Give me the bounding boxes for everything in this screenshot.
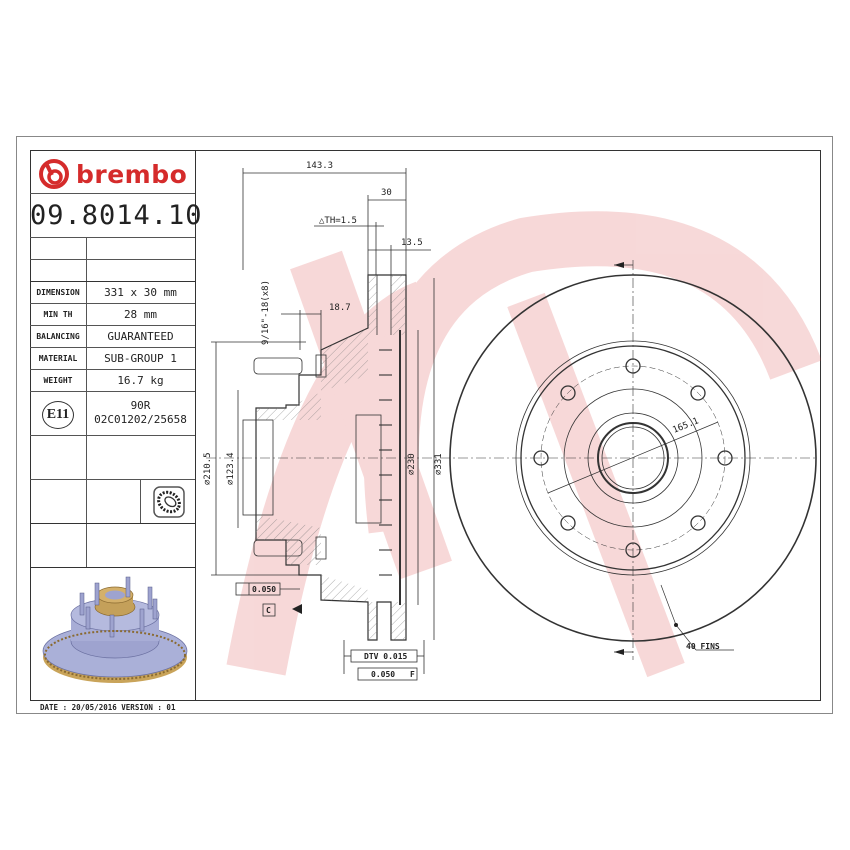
spec-row: MATERIAL SUB-GROUP 1 (30, 348, 195, 370)
bearing-icon (153, 486, 185, 518)
dim-d123: ⌀123.4 (226, 452, 236, 485)
dim-d331: ⌀331 (434, 453, 444, 475)
blank-row (30, 436, 195, 480)
spec-label: MIN TH (43, 310, 73, 319)
spec-value: 16.7 kg (117, 374, 164, 387)
technical-drawing: 143.3 30 △TH=1.5 13.5 18.7 9/16"-18(x8) … (203, 161, 818, 681)
blank-row (30, 260, 195, 282)
spec-row: BALANCING GUARANTEED (30, 326, 195, 348)
dim-pcd: 165.1 (671, 416, 700, 435)
icon-row (30, 480, 195, 524)
brand-name: brembo (76, 159, 188, 189)
spec-row: MIN TH 28 mm (30, 304, 195, 326)
approval-row: E11 90R 02C01202/25658 (30, 392, 195, 436)
dim-thickness: 30 (381, 188, 392, 198)
spec-row: WEIGHT 16.7 kg (30, 370, 195, 392)
spec-value: 331 x 30 mm (104, 286, 177, 299)
spec-label: MATERIAL (38, 354, 78, 363)
inner-frame (30, 150, 821, 701)
blank-row (30, 238, 195, 260)
outer-frame (16, 136, 833, 714)
approval-line1: 90R (130, 399, 151, 412)
dim-d210: ⌀210.5 (203, 452, 213, 485)
spec-value: GUARANTEED (107, 330, 174, 343)
e11-mark: E11 (42, 401, 74, 429)
dim-flange: 18.7 (329, 303, 351, 313)
gdt-flatness: 0.050 (252, 585, 276, 594)
logo-row: brembo (30, 150, 195, 194)
dim-friction-ring: 13.5 (401, 238, 423, 248)
spec-label: BALANCING (36, 332, 80, 341)
brembo-mark-icon (39, 159, 69, 189)
spec-label: DIMENSION (36, 288, 80, 297)
part-number: 09.8014.10 (30, 200, 203, 231)
gdt-dtv: DTV 0.015 (364, 652, 408, 661)
approval-line2: 02C01202/25658 (94, 413, 187, 426)
spec-value: SUB-GROUP 1 (104, 352, 177, 365)
dim-delta-th: △TH=1.5 (319, 216, 357, 226)
disc-3d-render (42, 576, 188, 683)
part-number-row: 09.8014.10 (30, 194, 203, 238)
dim-d230: ⌀230 (407, 453, 417, 475)
gdt-runout: 0.050 (371, 670, 395, 679)
info-column: brembo 09.8014.10 DIMENSION 331 x 30 mm … (30, 150, 203, 712)
spec-row: DIMENSION 331 x 30 mm (30, 282, 195, 304)
brembo-logo: brembo (38, 158, 187, 190)
blank-row (30, 524, 195, 568)
dim-thread: 9/16"-18(x8) (261, 280, 271, 345)
dim-overall-height: 143.3 (306, 161, 333, 171)
datum-c: C (266, 606, 271, 615)
spec-label: WEIGHT (43, 376, 73, 385)
label-fins: 40 FINS (686, 642, 720, 651)
date-version: DATE : 20/05/2016 VERSION : 01 (40, 703, 176, 712)
spec-value: 28 mm (123, 308, 158, 321)
gdt-runout-datum: F (410, 670, 415, 679)
